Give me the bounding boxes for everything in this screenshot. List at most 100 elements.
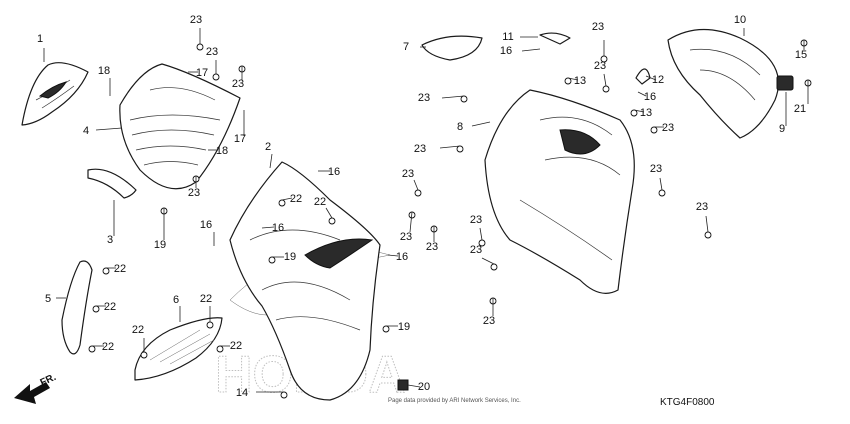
screw-icon	[460, 95, 468, 103]
screw-icon	[212, 73, 220, 81]
callout-c21: 21	[794, 103, 806, 115]
callout-c23j: 23	[400, 231, 412, 243]
callout-c23o: 23	[696, 201, 708, 213]
callout-c16e: 16	[200, 219, 212, 231]
callout-c23q: 23	[592, 21, 604, 33]
callout-c10: 10	[734, 14, 746, 26]
screw-icon	[140, 351, 148, 359]
screw-icon	[456, 145, 464, 153]
part-8-front-inner-body	[484, 89, 635, 294]
callout-c14: 14	[236, 387, 248, 399]
screw-icon	[490, 263, 498, 271]
screw-icon	[564, 77, 572, 85]
leader-line	[413, 179, 419, 191]
screw-icon	[196, 43, 204, 51]
callout-c18b: 18	[216, 145, 228, 157]
copyright-text: Page data provided by ARI Network Servic…	[388, 398, 521, 404]
callout-c23f: 23	[594, 60, 606, 72]
callout-c17a: 17	[196, 67, 208, 79]
callout-c23b: 23	[206, 46, 218, 58]
leader-line	[603, 73, 607, 87]
callout-c23n: 23	[650, 163, 662, 175]
callout-c9: 9	[779, 123, 785, 135]
callout-c23d: 23	[188, 187, 200, 199]
screw-icon	[704, 231, 712, 239]
callout-c23a: 23	[190, 14, 202, 26]
leader-line	[567, 77, 579, 81]
screw-icon	[280, 391, 288, 399]
callout-c23h: 23	[414, 143, 426, 155]
callout-c23p: 23	[483, 315, 495, 327]
leader-line	[521, 48, 541, 52]
callout-c13a: 13	[574, 75, 586, 87]
callout-c6: 6	[173, 294, 179, 306]
callout-c23e: 23	[418, 92, 430, 104]
callout-c3: 3	[107, 234, 113, 246]
leader-line	[269, 153, 273, 169]
direction-label: FR.	[39, 372, 58, 389]
leader-line	[387, 254, 399, 257]
callout-c16f: 16	[396, 251, 408, 263]
callout-c16b: 16	[644, 91, 656, 103]
leader-line	[407, 384, 421, 388]
callout-c18a: 18	[98, 65, 110, 77]
part-6-lower-panel	[134, 317, 223, 381]
screw-icon	[414, 189, 422, 197]
screw-icon	[382, 325, 390, 333]
callout-c7: 7	[403, 41, 409, 53]
front-arrow-icon	[14, 382, 50, 404]
callout-c17b: 17	[234, 133, 246, 145]
leader-line	[409, 211, 413, 233]
leader-line	[481, 257, 495, 265]
diagram-code: KTG4F0800	[660, 397, 715, 408]
screw-icon	[278, 199, 286, 207]
part-4-front-upper-cover	[119, 63, 241, 190]
screw-icon	[206, 321, 214, 329]
leader-line	[633, 109, 645, 113]
part-7-cap	[421, 35, 483, 61]
part-5-side-piece	[61, 260, 93, 355]
leader-line	[325, 207, 333, 219]
leader-line	[479, 227, 483, 241]
callout-c1: 1	[37, 33, 43, 45]
screw-icon	[658, 189, 666, 197]
screw-icon	[268, 256, 276, 264]
callout-c2: 2	[265, 141, 271, 153]
callout-c23m: 23	[470, 244, 482, 256]
part-11-clip	[539, 32, 571, 45]
callout-c22b: 22	[104, 301, 116, 313]
callout-c22f: 22	[132, 324, 144, 336]
fasteners-group	[88, 39, 812, 399]
callout-c23g: 23	[662, 122, 674, 134]
part-9-bracket	[776, 75, 794, 91]
leader-line	[441, 95, 465, 99]
callout-c23k: 23	[426, 241, 438, 253]
part-3-strip	[87, 168, 137, 199]
callout-c22e: 22	[314, 196, 326, 208]
leader-line	[281, 197, 293, 201]
screw-icon	[216, 345, 224, 353]
callout-c20: 20	[418, 381, 430, 393]
leader-line	[95, 127, 123, 131]
screw-icon	[630, 109, 638, 117]
leader-line	[471, 121, 491, 127]
part-1-front-cover	[21, 62, 89, 126]
callout-c13b: 13	[640, 107, 652, 119]
part-20-clip	[397, 379, 409, 391]
callout-c23i: 23	[402, 168, 414, 180]
screw-icon	[102, 267, 110, 275]
screw-icon	[88, 345, 96, 353]
callout-c23c: 23	[232, 78, 244, 90]
callout-c22h: 22	[230, 340, 242, 352]
leader-line	[705, 215, 709, 233]
callout-c15: 15	[795, 49, 807, 61]
front-direction-indicator: FR.	[14, 372, 58, 404]
callout-c16d: 16	[272, 222, 284, 234]
callout-c5: 5	[45, 293, 51, 305]
screw-icon	[602, 85, 610, 93]
leader-line	[659, 177, 663, 191]
screw-icon	[650, 126, 658, 134]
callout-c22g: 22	[200, 293, 212, 305]
